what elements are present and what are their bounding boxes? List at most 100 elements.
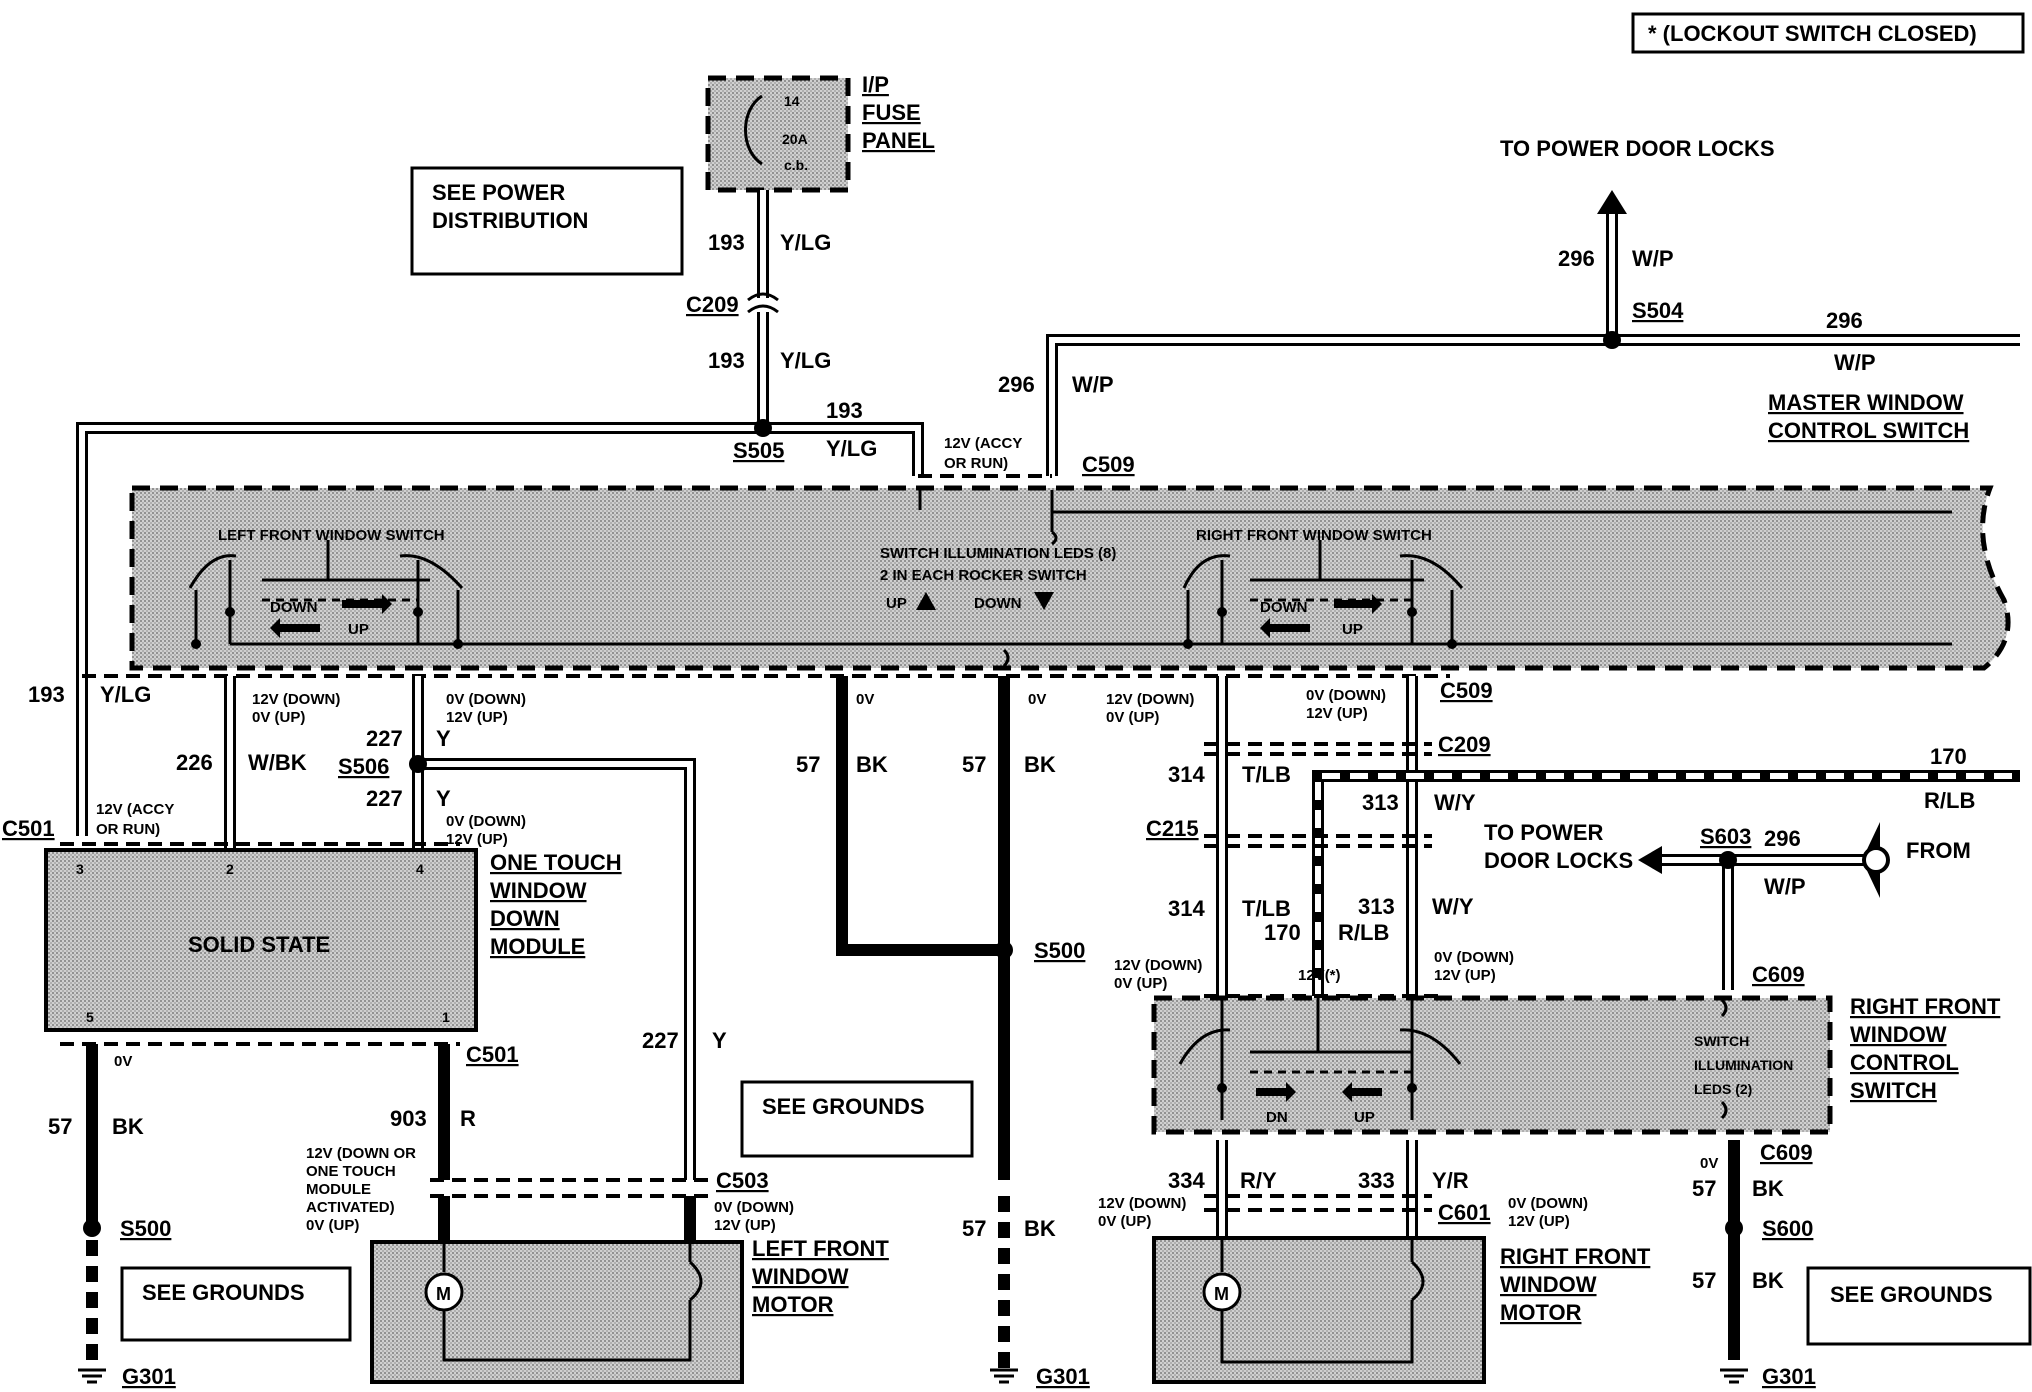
fuse-name-3: PANEL	[862, 128, 935, 153]
v-313-b: 12V (UP)	[1306, 705, 1368, 722]
accy-c501-1: 12V (ACCY	[96, 801, 174, 818]
label-170-b: 170	[1264, 920, 1301, 945]
connector-s506: S506	[338, 754, 389, 779]
connector-c501-bottom: C501	[466, 1042, 519, 1067]
lf-switch-down: DOWN	[270, 599, 318, 616]
module-pin-3: 3	[76, 861, 84, 877]
connector-c209-right: C209	[1438, 732, 1491, 757]
label-57-e: 57	[1692, 1176, 1716, 1201]
label-193-a: 193	[708, 230, 745, 255]
rf-motor-label-1: RIGHT FRONT	[1500, 1244, 1651, 1269]
accy-c501-2: OR RUN)	[96, 821, 160, 838]
label-227-a: 227	[366, 726, 403, 751]
module-name-1: ONE TOUCH	[490, 850, 622, 875]
label-rlb-a: R/LB	[1924, 788, 1975, 813]
fuse-name-1: I/P	[862, 72, 889, 97]
label-wy-a: W/Y	[1434, 790, 1476, 815]
module-pin-5: 5	[86, 1009, 94, 1025]
lf-motor-icon	[424, 1272, 464, 1312]
grounds-box-mid	[740, 1080, 974, 1158]
label-ry: R/Y	[1240, 1168, 1277, 1193]
connector-s600: S600	[1762, 1216, 1813, 1241]
label-296-c: 296	[998, 372, 1035, 397]
ground-icon-left	[78, 1368, 106, 1384]
label-y-b: Y	[436, 786, 451, 811]
rf-leds-label-1: SWITCH	[1694, 1033, 1749, 1049]
illum-leds-label-1: SWITCH ILLUMINATION LEDS (8)	[880, 545, 1116, 562]
v-onetouch-2: ONE TOUCH	[306, 1163, 396, 1180]
label-296-b: 296	[1826, 308, 1863, 333]
v-c503-a: 0V (DOWN)	[714, 1199, 794, 1216]
legend-down: DOWN	[974, 595, 1022, 612]
label-rlb-b: R/LB	[1338, 920, 1389, 945]
legend-up: UP	[886, 595, 907, 612]
fuse-icon	[744, 94, 763, 166]
connector-c609-top: C609	[1752, 962, 1805, 987]
rf-dn-arrow-icon	[1256, 1082, 1296, 1102]
module-pin-2: 2	[226, 861, 234, 877]
v-314-c: 12V (DOWN)	[1114, 957, 1202, 974]
label-227-b: 227	[366, 786, 403, 811]
lf-rocker-switch	[188, 540, 464, 649]
connector-c215: C215	[1146, 816, 1199, 841]
v-334-a: 12V (DOWN)	[1098, 1195, 1186, 1212]
grounds-box-left	[120, 1266, 352, 1342]
rf-up-arrow-icon	[1260, 618, 1310, 638]
label-tlb-b: T/LB	[1242, 896, 1291, 921]
connector-s603: S603	[1700, 824, 1751, 849]
rf-switch-label-2: WINDOW	[1850, 1022, 1947, 1047]
ground-icon-mid	[990, 1368, 1018, 1384]
master-switch-label-1: MASTER WINDOW	[1768, 390, 1964, 415]
fuse-number: 14	[784, 93, 800, 109]
master-switch-label-2: CONTROL SWITCH	[1768, 418, 1969, 443]
label-tlb-a: T/LB	[1242, 762, 1291, 787]
v-313-d: 12V (UP)	[1434, 967, 1496, 984]
rf-switch-up: UP	[1342, 621, 1363, 638]
v-313-a: 0V (DOWN)	[1306, 687, 1386, 704]
v-314-a: 12V (DOWN)	[1106, 691, 1194, 708]
ground-icon-right	[1720, 1368, 1748, 1384]
module-name-4: MODULE	[490, 934, 585, 959]
label-wp-d: W/P	[1764, 874, 1806, 899]
label-ylg-c: Y/LG	[826, 436, 877, 461]
wire-57-mid-b	[998, 648, 1010, 1370]
right-front-window-motor	[1152, 1236, 1486, 1384]
module-name-3: DOWN	[490, 906, 560, 931]
connector-c601: C601	[1438, 1200, 1491, 1225]
accy-label-1: 12V (ACCY	[944, 435, 1022, 452]
module-pin-1: 1	[442, 1009, 450, 1025]
connector-c501-top: C501	[2, 816, 55, 841]
module-pin-4: 4	[416, 861, 424, 877]
connector-g301-right: G301	[1762, 1364, 1816, 1389]
v-334-b: 0V (UP)	[1098, 1213, 1151, 1230]
rf-rocker-switch	[1182, 540, 1464, 649]
splice-s505	[754, 419, 772, 437]
master-window-control-switch	[129, 485, 2011, 671]
v-314-b: 0V (UP)	[1106, 709, 1159, 726]
label-193-b: 193	[708, 348, 745, 373]
connector-c209-top: C209	[686, 292, 739, 317]
lf-motor-label-1: LEFT FRONT	[752, 1236, 889, 1261]
label-333: 333	[1358, 1168, 1395, 1193]
connector-c509-top: C509	[1082, 452, 1135, 477]
label-193-c: 193	[826, 398, 863, 423]
v-227-c: 0V (DOWN)	[446, 813, 526, 830]
rf-control-rocker	[1178, 998, 1462, 1120]
label-57-d: 57	[962, 1216, 986, 1241]
lf-down-arrow-icon	[342, 594, 392, 614]
v-170-star: 12V(*)	[1298, 967, 1341, 984]
label-903: 903	[390, 1106, 427, 1131]
splice-s504	[1603, 331, 1621, 349]
label-wp-b: W/P	[1834, 350, 1876, 375]
rf-up-arrow-icon-2	[1342, 1082, 1382, 1102]
v-onetouch-5: 0V (UP)	[306, 1217, 359, 1234]
rf-leds-label-2: ILLUMINATION	[1694, 1057, 1793, 1073]
label-bk-d: BK	[1024, 1216, 1056, 1241]
label-bk-a: BK	[112, 1114, 144, 1139]
label-r: R	[460, 1106, 476, 1131]
label-296-a: 296	[1558, 246, 1595, 271]
fuse-panel	[705, 75, 851, 193]
power-dist-line2: DISTRIBUTION	[432, 208, 588, 233]
label-y-a: Y	[436, 726, 451, 751]
